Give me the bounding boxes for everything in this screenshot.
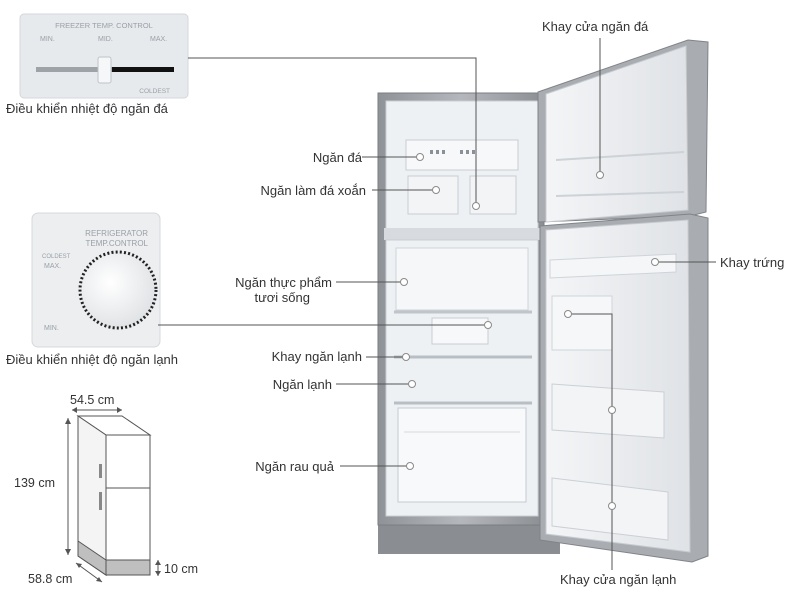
fridge-door xyxy=(539,213,709,563)
fridge-control-panel: REFRIGERATOR TEMP.CONTROL COLDEST MAX. M… xyxy=(31,212,161,348)
label-freezer-control: Điều khiển nhiệt độ ngăn đá xyxy=(6,101,169,116)
label-twist-ice-maker: Ngăn làm đá xoắn xyxy=(260,183,366,198)
fridge-panel-max: MAX. xyxy=(44,263,61,270)
freezer-panel-min: MIN. xyxy=(40,36,55,43)
dimension-sketch xyxy=(65,407,161,583)
label-vegetable: Ngăn rau quả xyxy=(255,459,335,474)
label-fresh-food-line2: tươi sống xyxy=(254,290,310,305)
freezer-panel-max: MAX. xyxy=(150,36,167,43)
freezer-slider-fill xyxy=(112,67,174,72)
fridge-panel-line2: TEMP.CONTROL xyxy=(85,239,148,248)
fridge-panel-min: MIN. xyxy=(44,325,59,332)
leader-lines xyxy=(158,38,716,570)
dim-height: 139 cm xyxy=(14,476,55,490)
fridge-panel-coldest: COLDEST xyxy=(42,254,71,260)
dim-base: 10 cm xyxy=(164,562,198,576)
callout-dots xyxy=(400,153,659,510)
fridge-body xyxy=(377,92,560,554)
label-egg-tray: Khay trứng xyxy=(720,255,784,270)
freezer-door xyxy=(537,39,709,223)
freezer-panel-mid: MID. xyxy=(98,36,113,43)
label-fridge-door-tray: Khay cửa ngăn lạnh xyxy=(560,572,676,587)
freezer-slider-handle xyxy=(97,56,112,84)
freezer-control-panel: FREEZER TEMP. CONTROL MIN. MID. MAX. COL… xyxy=(19,13,189,99)
label-chiller-tray: Khay ngăn lạnh xyxy=(272,349,362,364)
dim-depth: 58.8 cm xyxy=(28,572,72,586)
label-freezer: Ngăn đá xyxy=(313,150,363,165)
dim-width: 54.5 cm xyxy=(70,393,114,407)
freezer-panel-title: FREEZER TEMP. CONTROL xyxy=(55,21,153,30)
label-fridge: Ngăn lạnh xyxy=(273,377,332,392)
freezer-panel-coldest: COLDEST xyxy=(139,88,170,95)
label-fridge-control: Điều khiển nhiệt độ ngăn lạnh xyxy=(6,352,178,367)
fridge-dial-knob xyxy=(78,250,158,330)
label-fresh-food-line1: Ngăn thực phẩm xyxy=(235,275,332,290)
fridge-panel-line1: REFRIGERATOR xyxy=(85,229,148,238)
label-freezer-door-tray: Khay cửa ngăn đá xyxy=(542,19,649,34)
